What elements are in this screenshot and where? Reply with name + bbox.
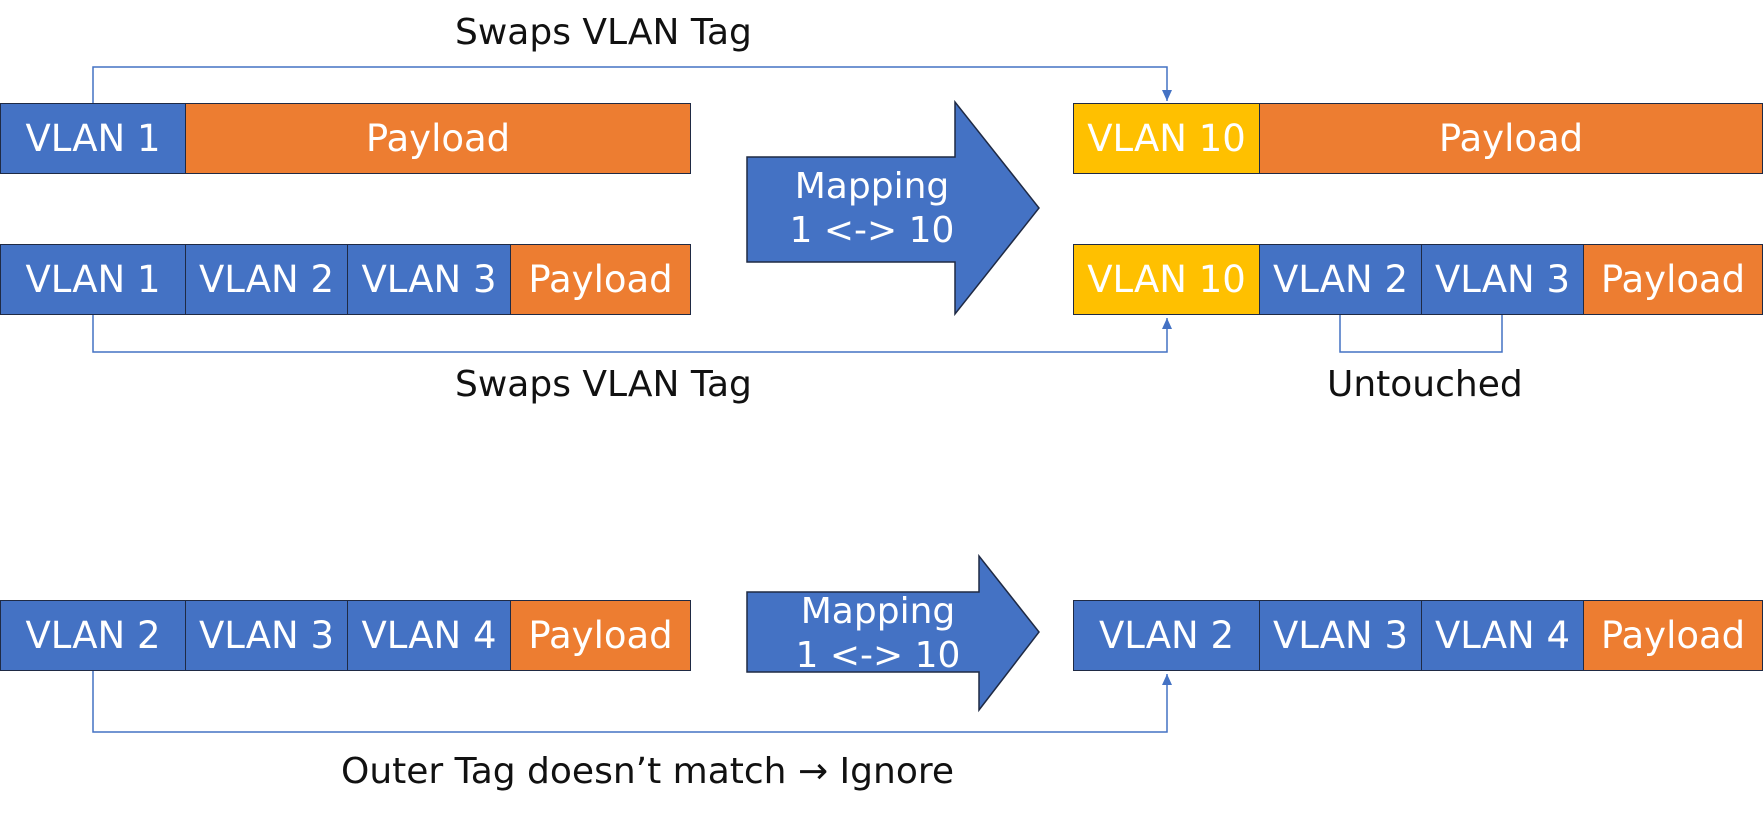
row2-out-payload: Payload [1583, 244, 1763, 315]
row3-out-vlan-tag-3: VLAN 4 [1421, 600, 1584, 671]
row2-in-payload: Payload [510, 244, 691, 315]
mapping-arrow-top [746, 99, 1040, 317]
row2-in-vlan-tag-1: VLAN 1 [0, 244, 186, 315]
top-swap-connector [92, 66, 1168, 103]
mapping-top-line1: Mapping [794, 166, 950, 207]
row3-in-vlan-tag-3: VLAN 4 [347, 600, 511, 671]
row3-in-vlan-tag-2: VLAN 3 [185, 600, 348, 671]
row2-in-vlan-tag-2: VLAN 2 [185, 244, 348, 315]
bottom-ignore-connector [92, 671, 1168, 733]
row2-out-vlan-tag-2: VLAN 2 [1259, 244, 1422, 315]
middle-swap-connector [92, 315, 1168, 353]
row3-out-vlan-tag-2: VLAN 3 [1259, 600, 1422, 671]
mapping-top-text: Mapping 1 <-> 10 [772, 165, 972, 253]
mapping-top-line2: 1 <-> 10 [789, 210, 955, 251]
row3-out-payload: Payload [1583, 600, 1763, 671]
mapping-arrow-bottom [746, 553, 1040, 713]
row1-in-vlan-tag: VLAN 1 [0, 103, 186, 174]
mapping-bottom-line2: 1 <-> 10 [795, 635, 961, 676]
middle-connector-arrowhead [1162, 318, 1172, 329]
untouched-bracket [1339, 315, 1503, 353]
row2-in-vlan-tag-3: VLAN 3 [347, 244, 511, 315]
row2-out-vlan-tag-3: VLAN 3 [1421, 244, 1584, 315]
row1-out-payload: Payload [1259, 103, 1763, 174]
mapping-bottom-line1: Mapping [800, 591, 956, 632]
row2-out-vlan-tag-1: VLAN 10 [1073, 244, 1260, 315]
row3-out-vlan-tag-1: VLAN 2 [1073, 600, 1260, 671]
top-connector-arrowhead [1162, 90, 1172, 101]
untouched-label: Untouched [1327, 364, 1523, 405]
row3-in-payload: Payload [510, 600, 691, 671]
row1-in-payload: Payload [185, 103, 691, 174]
mapping-bottom-text: Mapping 1 <-> 10 [778, 590, 978, 678]
row3-in-vlan-tag-1: VLAN 2 [0, 600, 186, 671]
middle-swap-label: Swaps VLAN Tag [455, 364, 752, 405]
top-swap-label: Swaps VLAN Tag [455, 12, 752, 53]
row1-out-vlan-tag: VLAN 10 [1073, 103, 1260, 174]
bottom-ignore-label: Outer Tag doesn’t match → Ignore [341, 751, 955, 792]
bottom-connector-arrowhead [1162, 674, 1172, 685]
